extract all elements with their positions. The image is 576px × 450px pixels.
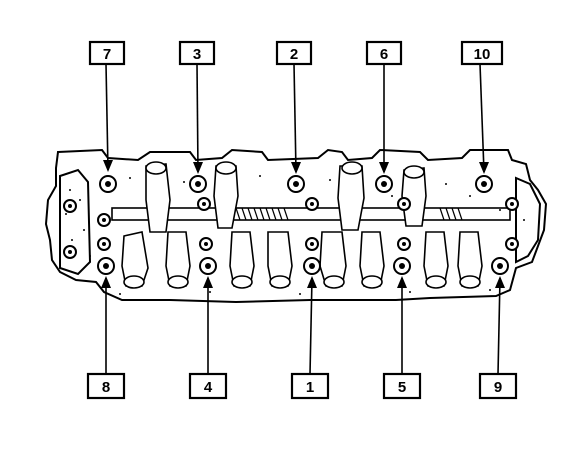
callout-4-label: 4 [204,379,213,396]
callout-9: 9 [478,372,518,400]
leader-lines [101,63,505,375]
bolt-6 [375,175,393,193]
callout-10-label: 10 [474,46,491,63]
callout-7-label: 7 [103,46,111,63]
callout-8-label: 8 [102,379,110,396]
callout-8: 8 [86,372,126,400]
callout-1-label: 1 [306,379,314,396]
bolt-2 [287,175,305,193]
callout-4: 4 [188,372,228,400]
callout-6-label: 6 [380,46,388,63]
head-bolts [63,175,519,275]
bolt-9 [491,257,509,275]
bolt-4 [199,257,217,275]
callout-3-label: 3 [193,46,201,63]
callout-7: 7 [88,40,126,66]
callout-10: 10 [460,40,504,66]
bolt-10 [475,175,493,193]
callout-6: 6 [365,40,403,66]
bolt-3 [189,175,207,193]
lower-rocker-arms [121,231,483,289]
callout-5-label: 5 [398,379,406,396]
callout-3: 3 [178,40,216,66]
bolt-5 [393,257,411,275]
bolt-1 [303,257,321,275]
callout-1: 1 [290,372,330,400]
bolt-8 [97,257,115,275]
callout-5: 5 [382,372,422,400]
callout-2-label: 2 [290,46,298,63]
callout-2: 2 [275,40,313,66]
upper-rocker-arms [145,161,427,233]
casting-texture [65,175,525,295]
callout-9-label: 9 [494,379,502,396]
bolt-7 [99,175,117,193]
